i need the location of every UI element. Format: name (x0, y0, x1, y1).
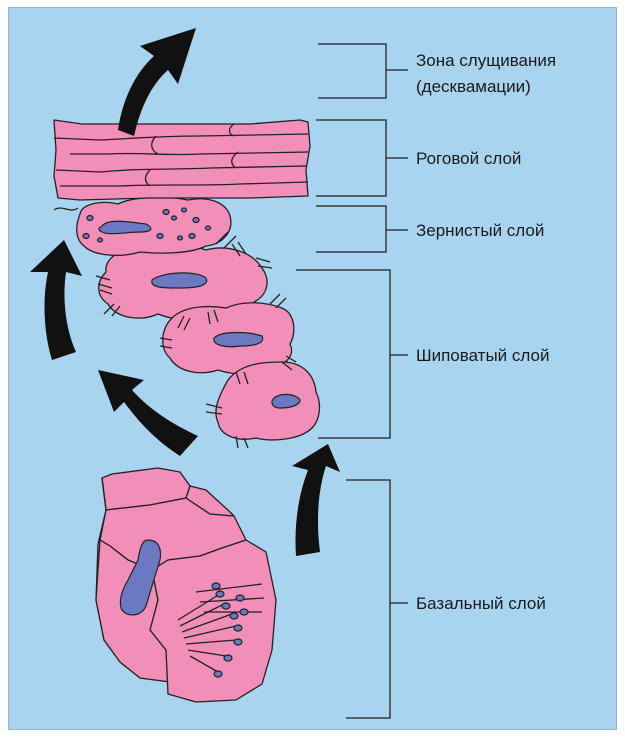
corneum-layers (54, 120, 310, 200)
corneum-sheet (54, 120, 310, 200)
label-desquamation-line1: Зона слущивания (416, 51, 556, 70)
label-desquamation-line2: (десквамации) (416, 77, 531, 96)
granular-nucleus (99, 221, 151, 234)
spinous-nucleus-2 (214, 333, 263, 347)
label-spinous: Шиповатый слой (416, 346, 549, 365)
label-granular: Зернистый слой (416, 221, 544, 240)
label-corneum: Роговой слой (416, 149, 521, 168)
label-basal: Базальный слой (416, 594, 546, 613)
